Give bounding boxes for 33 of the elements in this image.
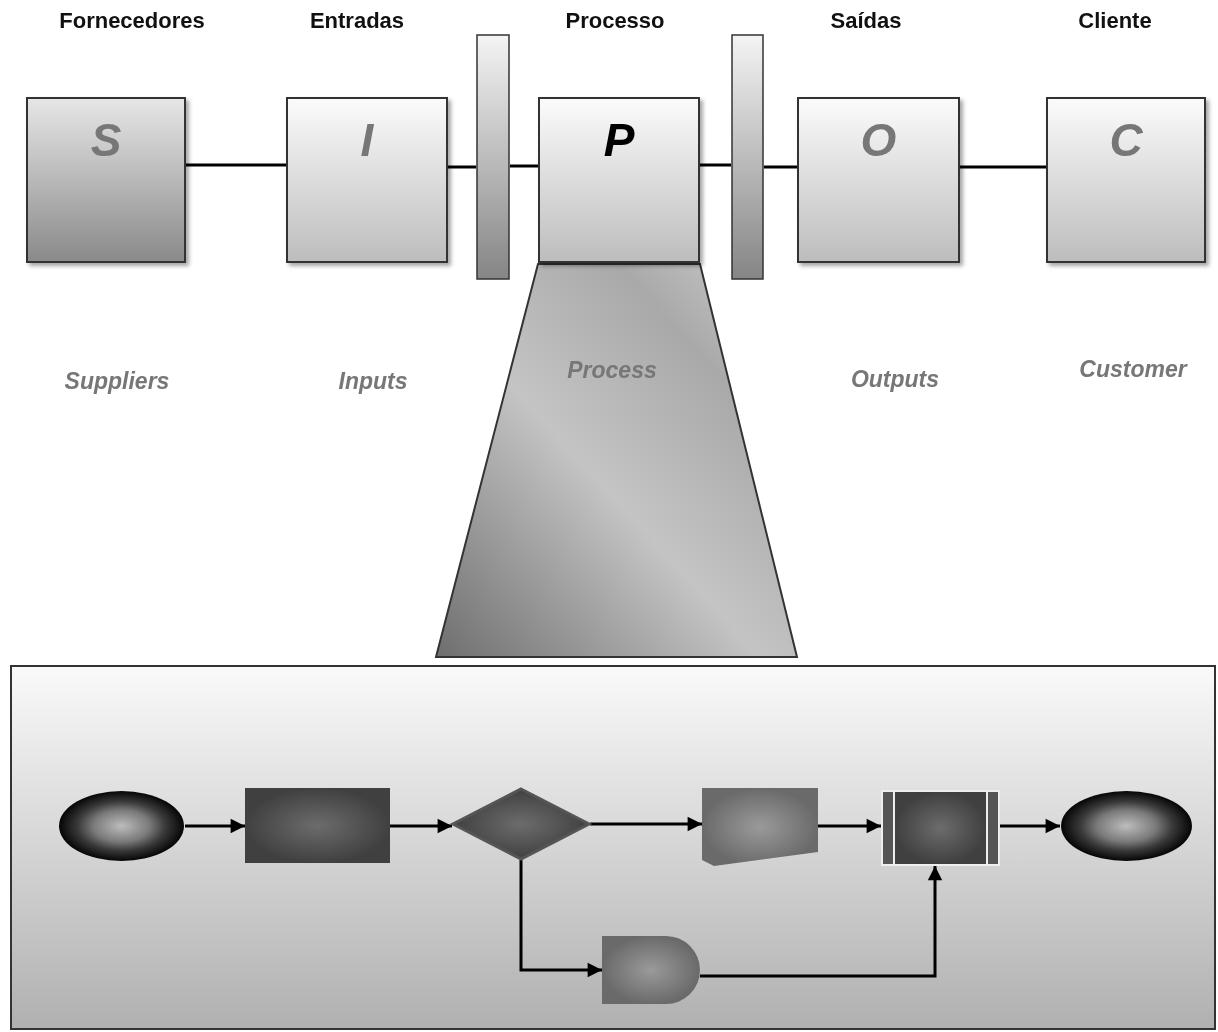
arrow	[519, 860, 603, 978]
connector-line	[960, 165, 1046, 169]
sipoc-box	[797, 97, 960, 263]
connector-line	[764, 165, 797, 169]
column-heading: Processo	[565, 8, 665, 34]
connector-line	[700, 163, 731, 167]
english-caption: Inputs	[338, 368, 408, 395]
connector-line	[448, 165, 476, 169]
english-caption: Customer	[1079, 356, 1187, 383]
sipoc-box	[286, 97, 448, 263]
box-letter: I	[359, 113, 375, 167]
process-label: Process	[567, 357, 657, 384]
arrow	[185, 818, 246, 834]
english-caption: Suppliers	[64, 368, 170, 395]
column-heading: Saídas	[830, 8, 902, 34]
connector-line	[186, 163, 286, 167]
column-heading: Entradas	[309, 8, 405, 34]
box-letter: P	[602, 113, 636, 167]
english-caption: Outputs	[850, 366, 940, 393]
sipoc-box	[26, 97, 186, 263]
sipoc-box	[538, 97, 700, 263]
arrow	[590, 816, 703, 832]
sipoc-box	[1046, 97, 1206, 263]
connector-line	[510, 164, 538, 168]
arrow	[1000, 818, 1061, 834]
box-letter: C	[1108, 113, 1144, 167]
arrow	[700, 865, 943, 978]
column-heading: Cliente	[1078, 8, 1152, 34]
arrow	[818, 818, 882, 834]
column-heading: Fornecedores	[59, 8, 205, 34]
box-letter: O	[859, 113, 898, 167]
arrow	[390, 818, 453, 834]
box-letter: S	[89, 113, 123, 167]
